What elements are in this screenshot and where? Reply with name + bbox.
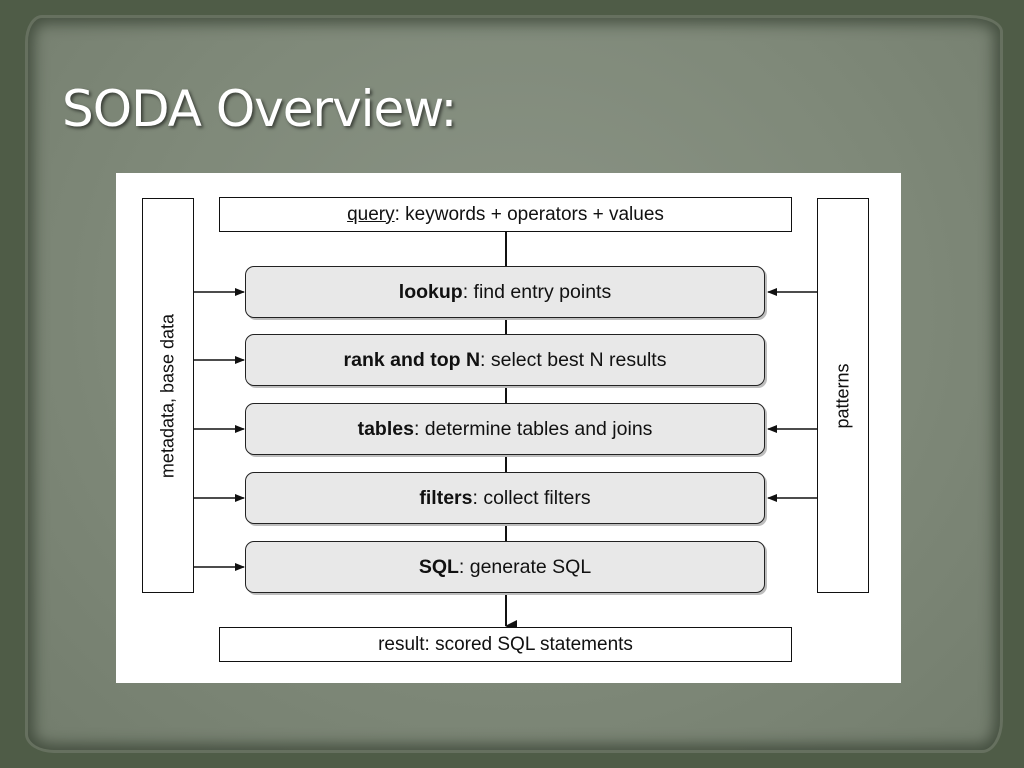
stage-description: : find entry points — [462, 280, 612, 303]
stage-rank-and-top-n: rank and top N: select best N results — [245, 334, 765, 386]
slide-title: SODA Overview: — [62, 80, 457, 138]
stage-description: : determine tables and joins — [413, 417, 653, 440]
right-source-box: patterns — [817, 198, 869, 593]
stage-description: : collect filters — [472, 486, 591, 509]
stage-term: SQL — [418, 555, 459, 578]
stage-term: tables — [357, 417, 414, 440]
query-term: query — [347, 203, 395, 225]
diagram-connectors — [194, 232, 817, 632]
stage-sql: SQL: generate SQL — [245, 541, 765, 593]
right-source-label: patterns — [832, 362, 853, 429]
left-source-box: metadata, base data — [142, 198, 194, 593]
result-text: result: scored SQL statements — [378, 633, 633, 655]
stage-tables: tables: determine tables and joins — [245, 403, 765, 455]
soda-architecture-diagram: metadata, base data patterns query: keyw… — [116, 173, 901, 683]
stage-filters: filters: collect filters — [245, 472, 765, 524]
query-box: query: keywords + operators + values — [219, 197, 792, 232]
stage-description: : generate SQL — [458, 555, 592, 578]
stage-term: rank and top N — [343, 348, 481, 371]
stage-term: lookup — [398, 280, 463, 303]
query-description: : keywords + operators + values — [394, 203, 664, 225]
stage-lookup: lookup: find entry points — [245, 266, 765, 318]
result-box: result: scored SQL statements — [219, 627, 792, 662]
left-source-label: metadata, base data — [157, 313, 178, 478]
stage-term: filters — [419, 486, 473, 509]
stage-description: : select best N results — [480, 348, 667, 371]
